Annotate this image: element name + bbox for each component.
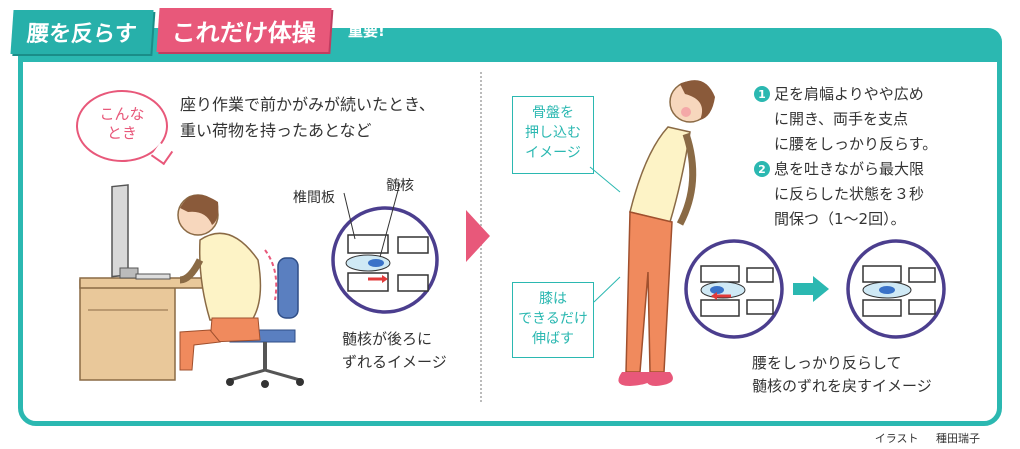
nucleus-label: 髄核: [386, 178, 414, 194]
right-caption-line2: 髄核のずれを戻すイメージ: [752, 377, 932, 395]
step-1-line1: 足を肩幅よりやや広め: [774, 85, 924, 103]
credit-label: イラスト: [874, 432, 919, 445]
step-1-number: 1: [754, 86, 770, 102]
left-caption-line2: ずれるイメージ: [342, 353, 447, 371]
desk-scene-illustration: [79, 184, 304, 388]
situation-text: 座り作業で前かがみが続いたとき、 重い荷物を持ったあとなど: [180, 92, 435, 144]
when-bubble-line2: とき: [106, 124, 137, 142]
left-caption-line1: 髄核が後ろに: [342, 330, 433, 348]
pelvis-note-line1: 骨盤を: [532, 105, 574, 121]
step-2-line3: 間保つ（1〜2回）。: [774, 210, 906, 228]
topic-tag: 腰を反らす: [10, 10, 154, 54]
disc-restore-diagram: [684, 239, 946, 339]
pelvis-note-line2: 押し込む: [525, 125, 581, 141]
steps-list: 1 足を肩幅よりやや広め に開き、両手を支点 に腰をしっかり反らす。 2 息を吐…: [754, 82, 994, 232]
step-2-line1: 息を吐きながら最大限: [774, 160, 925, 178]
pelvis-note: 骨盤を 押し込む イメージ: [512, 96, 594, 174]
step-2-number: 2: [754, 161, 770, 177]
next-arrow: [466, 210, 490, 262]
knee-note-line2: できるだけ: [518, 311, 588, 327]
left-caption: 髄核が後ろに ずれるイメージ: [342, 328, 447, 374]
standing-backbend-illustration: [589, 80, 715, 386]
right-caption-line1: 腰をしっかり反らして: [752, 354, 902, 372]
step-1-line3: に腰をしっかり反らす。: [774, 135, 938, 153]
disc-label: 椎間板: [293, 190, 335, 206]
step-2: 2 息を吐きながら最大限 に反らした状態を３秒 間保つ（1〜2回）。: [754, 157, 994, 232]
step-1: 1 足を肩幅よりやや広め に開き、両手を支点 に腰をしっかり反らす。: [754, 82, 994, 157]
illustration-credit: イラスト 種田瑞子: [875, 430, 980, 446]
situation-line1: 座り作業で前かがみが続いたとき、: [180, 95, 435, 114]
exercise-tag: これだけ体操: [156, 8, 332, 52]
right-caption: 腰をしっかり反らして 髄核のずれを戻すイメージ: [752, 352, 932, 398]
when-bubble: こんな とき: [76, 90, 168, 162]
step-2-line2: に反らした状態を３秒: [774, 185, 925, 203]
when-bubble-line1: こんな: [99, 105, 145, 123]
knee-note: 膝は できるだけ 伸ばす: [512, 282, 594, 358]
situation-line2: 重い荷物を持ったあとなど: [180, 121, 372, 140]
disc-shift-diagram: [331, 182, 439, 314]
pelvis-note-line3: イメージ: [525, 145, 581, 161]
important-label: 重要!: [348, 22, 385, 40]
credit-name: 種田瑞子: [936, 432, 980, 445]
step-1-line2: に開き、両手を支点: [774, 110, 908, 128]
knee-note-line1: 膝は: [539, 291, 567, 307]
knee-note-line3: 伸ばす: [532, 331, 574, 347]
